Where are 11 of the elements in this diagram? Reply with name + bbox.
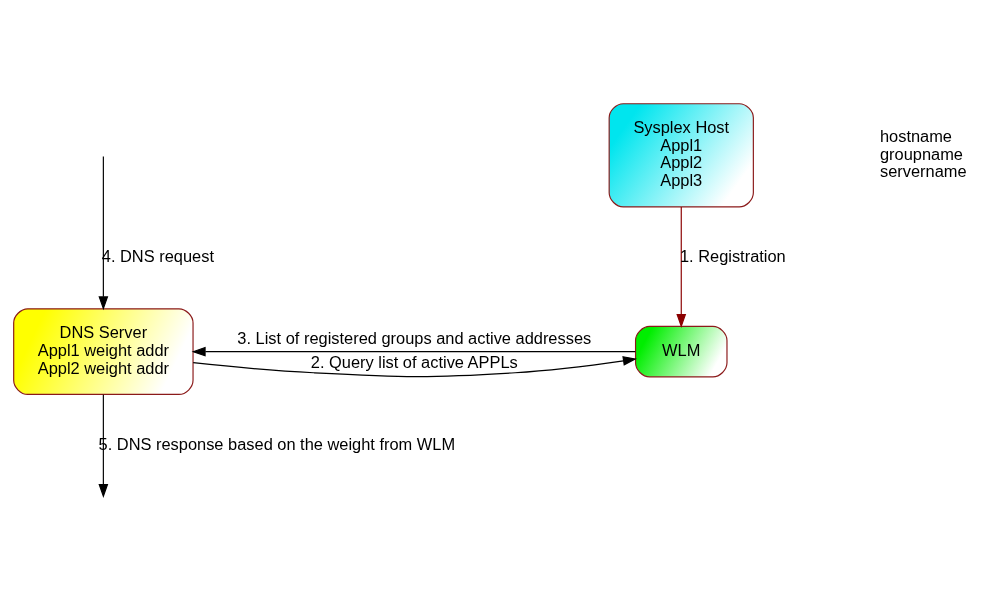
label: groupname <box>879 144 963 163</box>
label: servername <box>879 162 967 181</box>
node-box: DNS Server Appl1 weight addr Appl2 weight addr <box>12 308 194 396</box>
node-box: Sysplex Host Appl1 Appl2 Appl3 <box>608 103 754 208</box>
label: hostname <box>879 127 952 146</box>
node-box: WLM <box>634 325 728 378</box>
arrow <box>97 156 108 311</box>
edge-label: 2. Query list of active APPLs <box>310 353 518 372</box>
arrow <box>191 346 636 357</box>
arrow <box>192 356 637 378</box>
edge-label: 3. List of registered groups and active addresses <box>236 328 591 347</box>
